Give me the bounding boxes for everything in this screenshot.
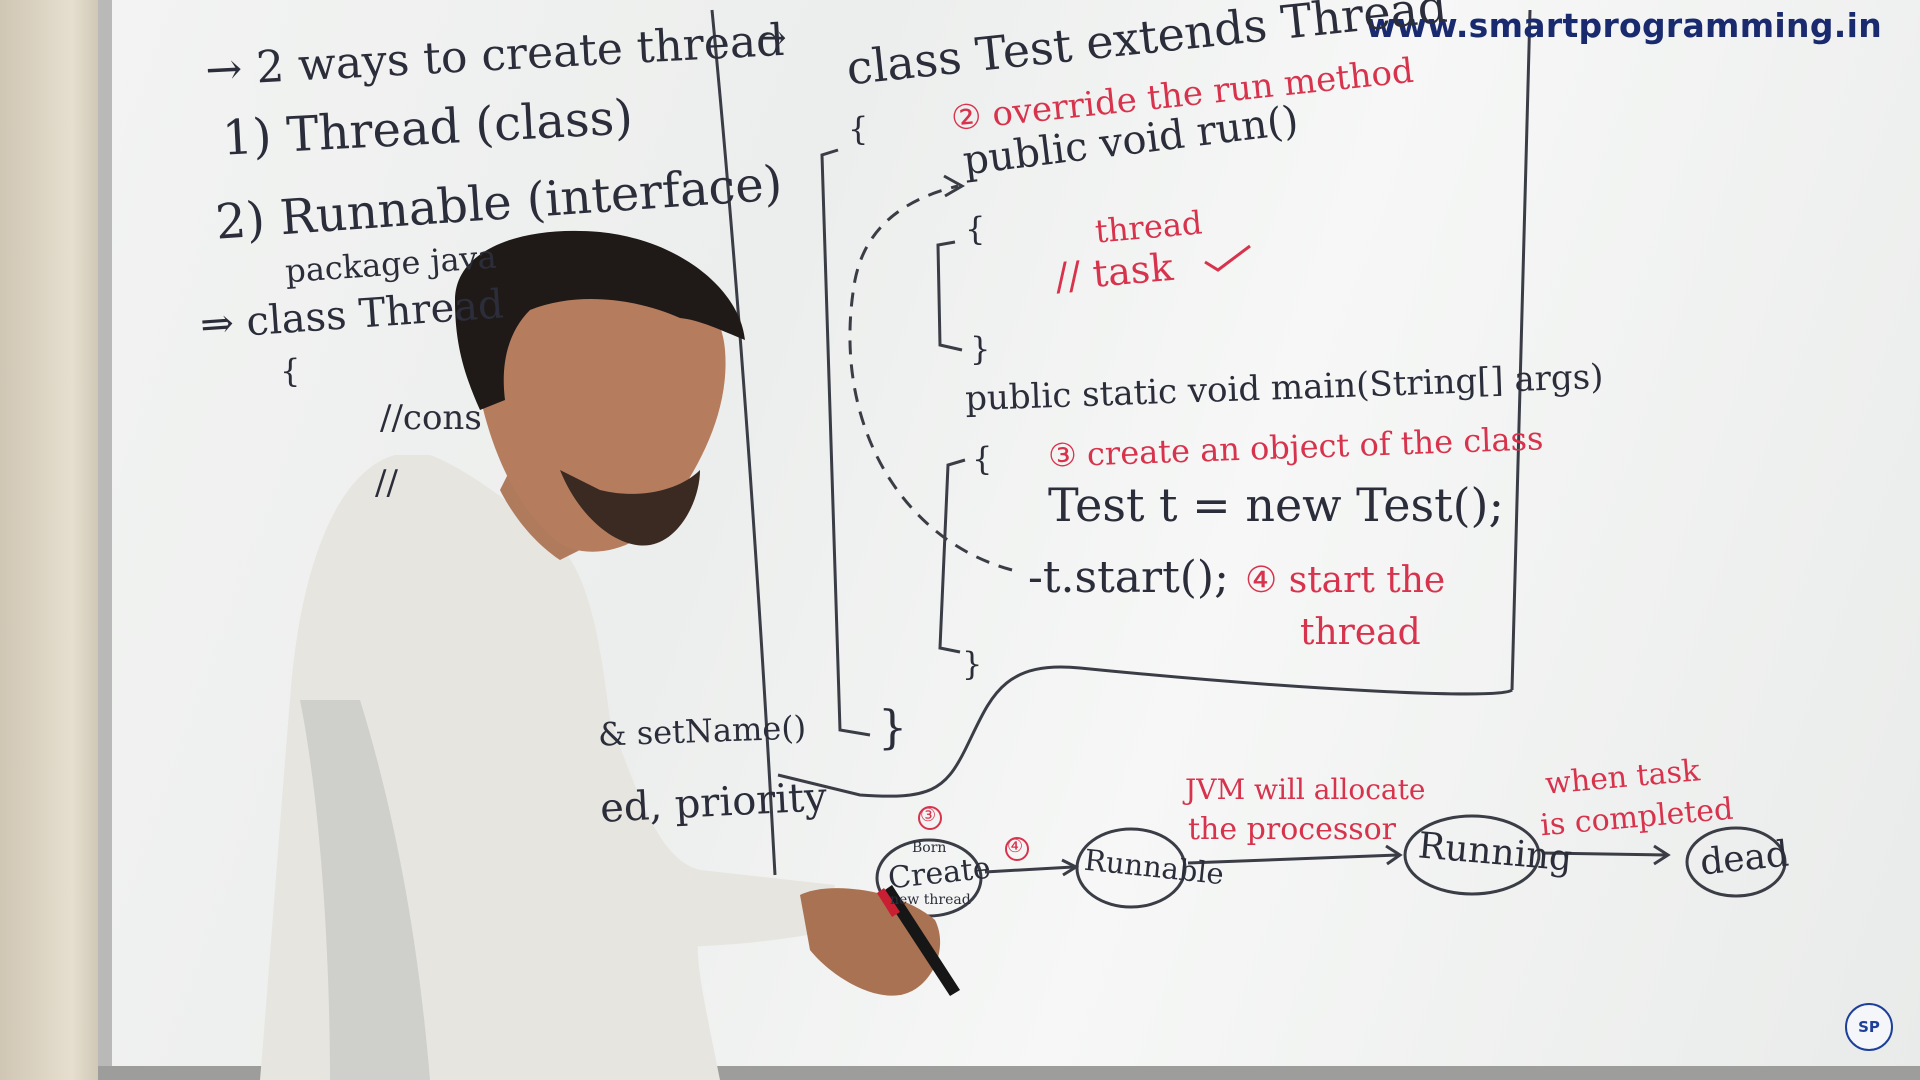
presenter: [260, 230, 960, 1080]
class-open-brace: {: [848, 110, 869, 148]
main-open-brace: {: [972, 440, 993, 478]
start-call-line: -t.start();: [1028, 552, 1229, 603]
step4-thread-word: thread: [1300, 612, 1421, 653]
code-box-right: [1510, 9, 1532, 691]
step4-circle: [1005, 837, 1029, 861]
arrow-running-dead: [1541, 851, 1667, 857]
presenter-hair: [455, 230, 745, 410]
arrow-runnable-running: [1187, 853, 1399, 865]
divider-line: [710, 9, 777, 876]
arrow-create-runnable-head: [1061, 858, 1080, 877]
state-dead-ellipse: [1685, 826, 1787, 898]
arrow-running-dead-head: [1653, 844, 1671, 866]
marker-cap: [877, 888, 900, 917]
call-arrow-head: [943, 174, 966, 198]
main-bracket: [938, 458, 966, 654]
jvm-processor-note: the processor: [1188, 812, 1397, 847]
code-arrow: →: [758, 18, 787, 58]
presenter-head: [470, 239, 726, 552]
step-create-number: ③: [920, 805, 937, 826]
thread-open-brace: {: [280, 352, 301, 390]
class-close-brace: }: [878, 700, 908, 754]
state-create-born: Born: [912, 840, 947, 856]
step3-circle: [918, 806, 942, 830]
arrow-runnable-running-head: [1385, 844, 1403, 866]
run-open-brace: {: [965, 210, 986, 248]
watermark-url[interactable]: www.smartprogramming.in: [1365, 6, 1882, 45]
check-mark: [1204, 244, 1251, 272]
state-create-new-thread: new thread: [890, 892, 971, 908]
arrow-create-runnable: [984, 865, 1074, 874]
class-bracket: [820, 148, 871, 737]
setname-method: & setName(): [597, 708, 807, 754]
run-close-brace: }: [970, 330, 991, 368]
run-bracket: [936, 240, 963, 352]
step4-start-note: ④ start the: [1245, 560, 1446, 601]
presenter-beard: [560, 470, 700, 546]
step-runnable-number: ④: [1007, 836, 1024, 857]
presenter-shirt-shadow: [300, 700, 430, 1080]
main-close-brace: }: [962, 645, 983, 683]
jvm-allocate-note: JVM will allocate: [1185, 773, 1426, 806]
marker-icon: [882, 885, 960, 996]
code-box-bottom: [777, 665, 1513, 798]
new-object-line: Test t = new Test();: [1048, 478, 1504, 532]
comment-constructors: //cons: [380, 398, 482, 438]
presenter-arm: [610, 880, 835, 947]
smart-programming-logo-icon[interactable]: SP: [1845, 1003, 1893, 1051]
comment-methods: //: [375, 463, 398, 503]
state-running-ellipse: [1403, 814, 1541, 896]
